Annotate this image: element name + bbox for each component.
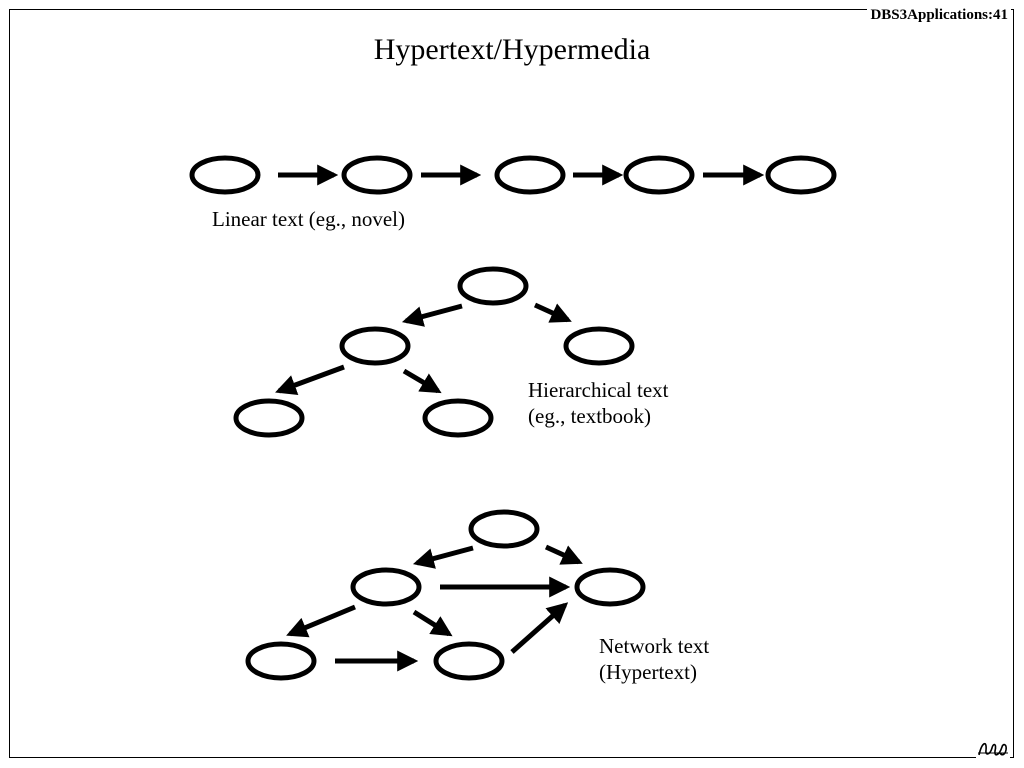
tree-leaf-left-node — [233, 398, 305, 438]
tree-arrow-root-left — [401, 303, 463, 327]
network-label-line-2: (Hypertext) — [599, 660, 697, 684]
network-arrow-mid-bottom-left — [286, 604, 356, 638]
slide-frame — [9, 9, 1014, 758]
tree-leaf-right-node — [422, 398, 494, 438]
linear-node-3 — [494, 155, 566, 195]
tree-arrow-left-leaf-left — [275, 364, 345, 396]
hierarchical-diagram — [233, 266, 635, 438]
network-arrow-mid-bottom-right — [412, 609, 453, 637]
tree-root-node — [457, 266, 529, 306]
tree-right-node — [563, 326, 635, 366]
network-arrow-top-right — [544, 544, 583, 565]
linear-node-5 — [765, 155, 837, 195]
network-top-node — [468, 509, 540, 549]
network-middle-left-node — [350, 567, 422, 607]
page-title: Hypertext/Hypermedia — [373, 33, 651, 66]
network-arrow-top-left — [412, 545, 474, 569]
slide-id: DBS3Applications:41 — [867, 7, 1011, 24]
linear-node-1 — [189, 155, 261, 195]
network-arrow-bottom-up — [510, 602, 569, 654]
hierarchical-label-line-1: Hierarchical text — [528, 378, 669, 402]
tree-left-node — [339, 326, 411, 366]
network-diagram — [245, 509, 646, 681]
linear-node-4 — [623, 155, 695, 195]
network-bottom-left-node — [245, 641, 317, 681]
hierarchical-label-line-2: (eg., textbook) — [528, 404, 652, 428]
linear-node-2 — [341, 155, 413, 195]
network-label-line-1: Network text — [599, 634, 710, 658]
linear-diagram — [189, 155, 837, 195]
network-bottom-right-node — [433, 641, 505, 681]
network-text-label: Network text (Hypertext) — [599, 633, 709, 685]
network-middle-right-node — [574, 567, 646, 607]
signature-logo-icon — [976, 738, 1010, 760]
tree-arrow-left-leaf-right — [402, 368, 442, 394]
tree-arrow-root-right — [533, 302, 572, 323]
hierarchical-text-label: Hierarchical text (eg., textbook) — [528, 377, 669, 429]
linear-text-label: Linear text (eg., novel) — [212, 207, 405, 231]
